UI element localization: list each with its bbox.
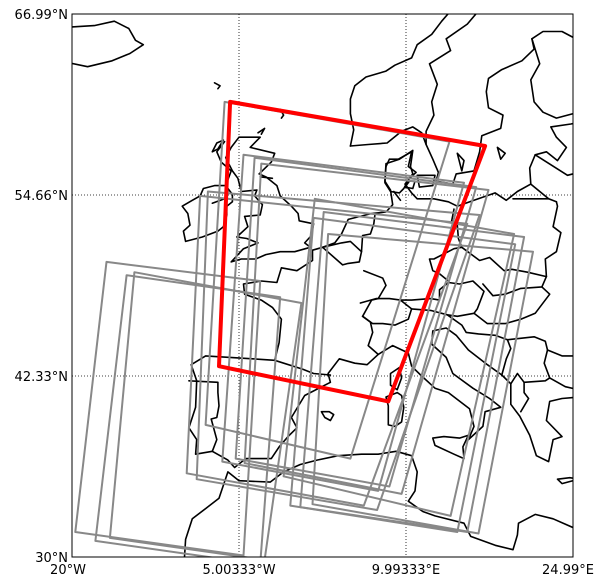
coastline <box>213 82 221 90</box>
coastline <box>399 280 485 318</box>
plot-background <box>72 14 573 557</box>
coastline <box>556 476 573 485</box>
coastline <box>496 146 507 160</box>
longitude-tick-label: 5.00333°W <box>202 563 275 578</box>
coastline <box>529 37 573 119</box>
coastline <box>257 127 266 135</box>
latitude-tick-label: 54.66°N <box>15 189 68 204</box>
coastline <box>431 434 470 460</box>
coastline <box>183 471 285 557</box>
footprint-outline <box>108 271 303 557</box>
coastline <box>360 214 376 253</box>
tick-labels-layer: 66.99°N 54.66°N 42.33°N 30°N20°W 5.00333°W 9.… <box>15 8 594 578</box>
coastline <box>361 269 387 356</box>
footprint-outline <box>243 162 490 495</box>
footprint-outline <box>195 190 481 511</box>
coastline <box>359 297 413 326</box>
coastline <box>282 450 573 551</box>
coastline <box>211 139 225 153</box>
coastline <box>446 313 512 376</box>
latitude-tick-label: 30°N <box>35 551 68 566</box>
footprint-outline <box>311 233 534 535</box>
coastline <box>321 240 363 266</box>
coastline <box>259 176 274 180</box>
latitude-tick-label: 42.33°N <box>15 370 68 385</box>
footprint-outline <box>289 216 517 533</box>
longitude-tick-label: 20°W <box>50 563 86 578</box>
longitude-tick-label: 9.99333°E <box>372 563 440 578</box>
coastline <box>450 208 455 222</box>
coastline <box>546 349 573 357</box>
footprint-outline <box>234 156 478 488</box>
coastline <box>509 372 525 385</box>
coastline <box>456 152 465 172</box>
footprint-outline <box>185 194 469 507</box>
coastlines-layer <box>72 14 573 557</box>
highlighted-footprint-layer <box>217 99 488 404</box>
plot-frame <box>71 13 574 558</box>
latitude-tick-label: 66.99°N <box>15 8 68 23</box>
coastline <box>320 410 335 422</box>
highlighted-footprint-outline <box>217 99 488 404</box>
coastline <box>384 151 417 194</box>
coastline <box>349 30 573 185</box>
coastline <box>425 14 477 146</box>
coastline <box>349 14 449 147</box>
coastline <box>385 391 405 428</box>
coastline <box>72 20 145 68</box>
coastline <box>273 359 332 376</box>
coastline <box>392 190 402 202</box>
coastline <box>548 377 573 390</box>
coastline <box>188 379 220 453</box>
longitude-tick-label: 24.99°E <box>542 563 594 578</box>
footprint-outline <box>74 260 262 557</box>
footprint-outline <box>221 153 465 492</box>
coastline <box>416 174 436 188</box>
coastline <box>534 154 573 177</box>
